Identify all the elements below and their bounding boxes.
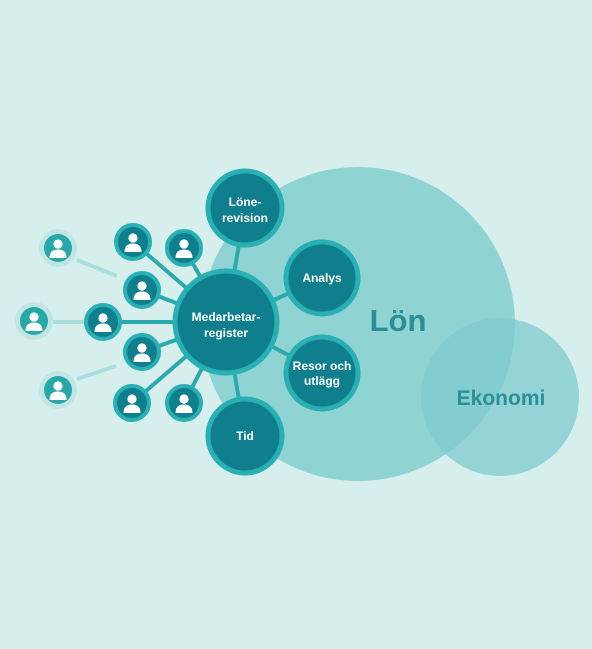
node-resor-line2: utlägg [304,374,340,388]
outer-person-node [39,229,77,267]
outer-person-node [15,302,53,340]
person-node [165,229,203,267]
node-resor-line1: Resor och [293,359,352,373]
person-node [114,223,152,261]
person-node [113,384,151,422]
lon-label: Lön [370,303,427,338]
node-tid: Tid [205,396,285,476]
person-node [165,384,203,422]
outer-connectors [53,258,118,381]
person-node [123,333,161,371]
ekonomi-label: Ekonomi [457,387,546,410]
node-analys-line1: Analys [302,271,342,285]
node-lonerevision-line1: Löne- [229,195,262,209]
node-tid-line1: Tid [236,429,254,443]
hub-line1: Medarbetar- [192,310,261,324]
outer-person-node [39,371,77,409]
hub-node: Medarbetar- register [172,268,280,376]
person-node [123,271,161,309]
ekonomi-circle [421,318,579,476]
node-resor: Resor och utlägg [283,334,361,412]
node-lonerevision-line2: revision [222,211,268,225]
node-analys: Analys [283,239,361,317]
hub-line2: register [204,326,248,340]
person-node [84,303,122,341]
node-lonerevision: Löne- revision [205,168,285,248]
